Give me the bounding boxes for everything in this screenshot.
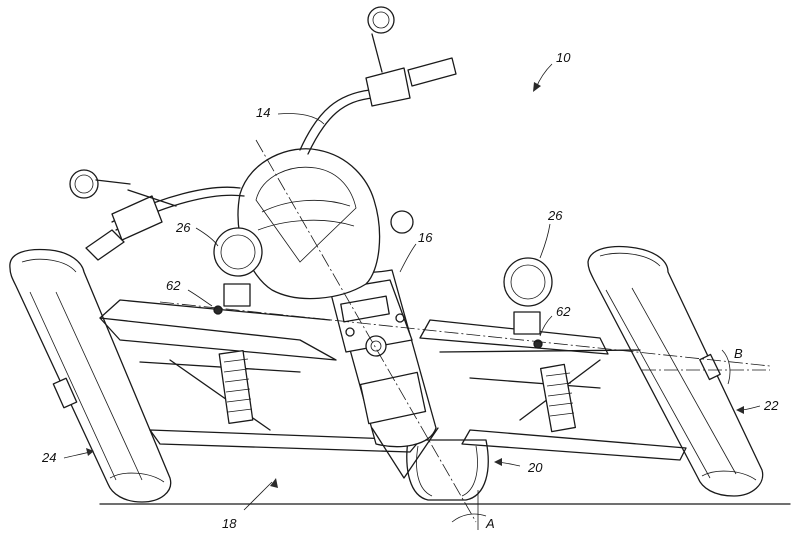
right-auxiliary-light [503, 257, 553, 349]
center-wheel [406, 439, 489, 501]
angle-b-arc [721, 349, 731, 385]
right-mirror [367, 6, 395, 34]
arrow-20-head [494, 458, 502, 466]
label-14: 14 [256, 105, 270, 120]
left-auxiliary-light [213, 227, 263, 315]
arrow-10 [533, 63, 553, 92]
left-wheel [9, 248, 172, 503]
handlebar [85, 33, 457, 261]
label-angle-a: A [485, 516, 495, 531]
angle-a-arc [451, 513, 487, 523]
label-22: 22 [763, 398, 779, 413]
arrow-18-head [270, 478, 278, 488]
label-20: 20 [527, 460, 543, 475]
suspension-arms [99, 299, 687, 461]
label-16: 16 [418, 230, 433, 245]
label-26-right: 26 [547, 208, 563, 223]
right-shock [539, 363, 577, 433]
label-24: 24 [41, 450, 56, 465]
right-wheel [587, 245, 764, 497]
arrow-24-head [86, 448, 94, 456]
reflector [390, 210, 414, 234]
label-18: 18 [222, 516, 237, 531]
center-lines [159, 139, 771, 530]
label-angle-b: B [734, 346, 743, 361]
left-mirror [69, 169, 131, 199]
label-62-left: 62 [166, 278, 181, 293]
front-fairing [237, 148, 381, 300]
arrow-22-head [736, 406, 744, 414]
label-10: 10 [556, 50, 571, 65]
left-shock [218, 350, 254, 424]
label-26-left: 26 [175, 220, 191, 235]
label-62-right: 62 [556, 304, 571, 319]
